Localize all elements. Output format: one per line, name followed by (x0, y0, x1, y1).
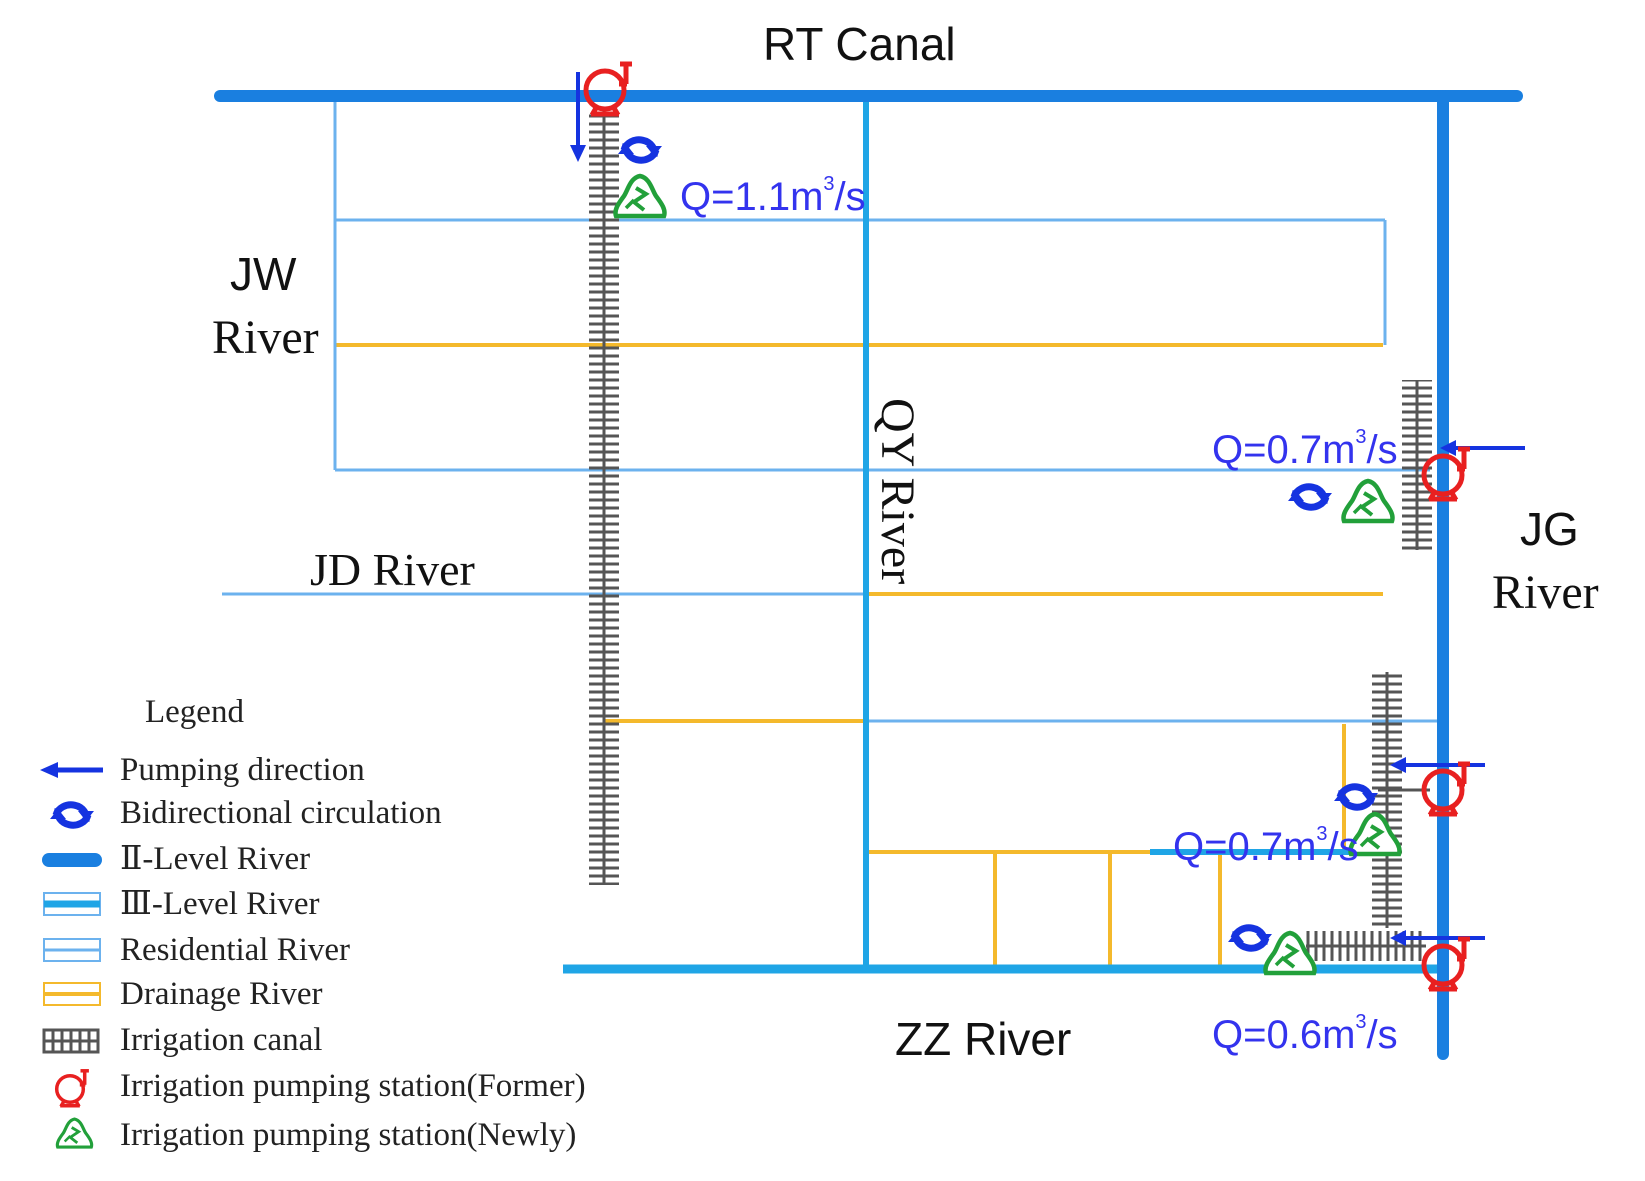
flow-label-right-low-prefix: Q=0.7m (1173, 825, 1316, 869)
legend-label-level2: Ⅱ-Level River (120, 841, 310, 877)
flow-label-right-low-sup: 3 (1316, 823, 1327, 845)
arrow-left-right-low (1390, 757, 1485, 773)
legend-label-pumping-direction: Pumping direction (120, 752, 365, 788)
circulation-icon (1228, 928, 1272, 948)
irrigation-canal-main (589, 110, 619, 885)
jw-river-label-2: River (212, 311, 319, 364)
legend-label-pump-newly: Irrigation pumping station(Newly) (120, 1117, 576, 1153)
pump-newly-icon (1343, 481, 1392, 521)
arrow-down-top (570, 72, 586, 162)
flow-label-right-mid-prefix: Q=0.7m (1212, 428, 1355, 472)
circulation-icon (618, 140, 662, 160)
legend-symbol-pumping-direction (40, 762, 103, 778)
flow-label-right-low-suffix: /s (1328, 825, 1359, 869)
irrigation-canals (589, 110, 1432, 961)
legend: Legend Pumping direction Bidirectional c… (40, 694, 586, 1153)
legend-symbol-drainage (43, 982, 101, 1006)
flow-label-right-low: Q=0.7m3/s (1173, 823, 1359, 869)
level3-rivers (863, 96, 1380, 970)
circulation-icon (1334, 787, 1378, 807)
jd-river-label: JD River (310, 544, 475, 595)
legend-symbol-residential (43, 938, 101, 962)
circulation-icon (1288, 487, 1332, 507)
irrigation-canal-right-low (1372, 672, 1402, 928)
legend-label-drainage: Drainage River (120, 976, 323, 1012)
rt-canal-label: RT Canal (763, 18, 956, 70)
legend-label-irrigation-canal: Irrigation canal (120, 1022, 322, 1058)
pump-newly-icon (615, 176, 664, 216)
flow-label-bottom-suffix: /s (1367, 1013, 1398, 1057)
flow-label-top-suffix: /s (835, 175, 866, 219)
arrow-left-bottom (1390, 930, 1485, 946)
legend-label-pump-former: Irrigation pumping station(Former) (120, 1068, 586, 1104)
zz-river-label: ZZ River (895, 1013, 1071, 1065)
legend-label-bidirectional: Bidirectional circulation (120, 795, 442, 831)
legend-pump-former-icon (54, 1068, 91, 1109)
jg-river-label-2: River (1492, 566, 1599, 619)
pump-former-icon (586, 63, 632, 115)
jg-river-label-1: JG (1520, 503, 1579, 555)
flow-label-top-prefix: Q=1.1m (680, 175, 823, 219)
flow-label-right-mid-suffix: /s (1367, 428, 1398, 472)
flow-label-right-mid-sup: 3 (1355, 426, 1366, 448)
pumping-arrows (570, 72, 1525, 946)
legend-pump-newly-icon (55, 1117, 94, 1149)
legend-title: Legend (145, 694, 244, 730)
legend-symbol-level3 (43, 892, 101, 916)
jw-river-label-1: JW (230, 248, 297, 300)
legend-symbol-irrigation-canal (42, 1028, 100, 1054)
legend-circulation-icon (50, 805, 94, 825)
flow-label-bottom: Q=0.6m3/s (1212, 1011, 1398, 1057)
flow-label-top: Q=1.1m3/s (680, 173, 866, 219)
legend-label-residential: Residential River (120, 932, 350, 968)
qy-river-label: QY River (871, 398, 924, 584)
drainage-rivers (335, 343, 1383, 968)
residential-rivers (222, 96, 1440, 723)
flow-label-bottom-sup: 3 (1355, 1011, 1366, 1033)
level2-rivers (214, 90, 1523, 1060)
legend-label-level3: Ⅲ-Level River (120, 886, 320, 922)
flow-label-right-mid: Q=0.7m3/s (1212, 426, 1398, 472)
legend-symbol-level2 (42, 853, 102, 867)
arrow-left-jg (1440, 440, 1525, 456)
flow-label-bottom-prefix: Q=0.6m (1212, 1013, 1355, 1057)
flow-label-top-sup: 3 (823, 173, 834, 195)
